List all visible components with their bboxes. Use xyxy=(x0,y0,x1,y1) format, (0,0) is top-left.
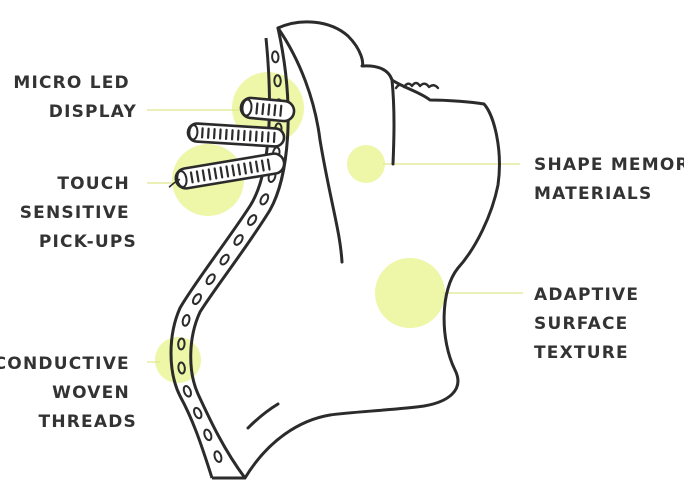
strip-hole xyxy=(259,193,270,206)
cloth-inner-fold xyxy=(276,26,344,264)
strip-hole xyxy=(219,253,230,266)
shape-memory-label: SHAPE MEMORY MATERIALS xyxy=(534,155,684,204)
strip-hole xyxy=(247,214,258,226)
micro-led-line-2: DISPLAY xyxy=(49,102,137,122)
strip-hole xyxy=(182,385,192,398)
conductive-line-1: CONDUCTIVE xyxy=(0,354,130,374)
touch-tube xyxy=(168,152,286,190)
cloth-scallop-edge xyxy=(394,81,440,90)
shape-memory-highlight xyxy=(347,145,385,183)
touch-line-2: SENSITIVE xyxy=(20,203,130,223)
strip-right-edge xyxy=(189,27,290,479)
adaptive-line-1: ADAPTIVE xyxy=(534,285,639,305)
led-tube-top xyxy=(239,96,296,123)
touch-line-3: PICK-UPS xyxy=(39,232,137,252)
adaptive-label: ADAPTIVE SURFACE TEXTURE xyxy=(534,285,646,363)
strip-hole xyxy=(203,428,213,442)
highlight-circles xyxy=(155,72,445,383)
labels: MICRO LED DISPLAY TOUCH SENSITIVE PICK-U… xyxy=(0,73,684,432)
shape-memory-line-1: SHAPE MEMORY xyxy=(534,155,684,175)
adaptive-highlight xyxy=(375,258,445,328)
cloth-body xyxy=(243,20,501,480)
led-tube-middle xyxy=(186,122,286,148)
conductive-line-2: WOVEN xyxy=(52,383,130,403)
strip-hole xyxy=(177,361,186,375)
strip-hole xyxy=(205,273,216,286)
strip-hole xyxy=(177,337,186,351)
cloth-crease-top xyxy=(390,78,396,166)
conductive-label: CONDUCTIVE WOVEN THREADS xyxy=(0,354,137,432)
touch-label: TOUCH SENSITIVE PICK-UPS xyxy=(20,174,137,252)
leader-lines xyxy=(147,109,523,363)
shape-memory-line-2: MATERIALS xyxy=(534,184,652,204)
adaptive-line-3: TEXTURE xyxy=(534,343,629,363)
adaptive-line-2: SURFACE xyxy=(534,314,628,334)
strip-hole xyxy=(193,406,203,420)
strip-hole xyxy=(271,50,280,64)
touch-line-1: TOUCH xyxy=(57,174,130,194)
tubes xyxy=(168,96,296,190)
strip-hole xyxy=(181,314,191,327)
micro-led-line-1: MICRO LED xyxy=(13,73,130,93)
conductive-line-3: THREADS xyxy=(39,412,137,432)
strip-hole xyxy=(233,234,244,246)
strip-hole xyxy=(213,450,223,463)
cloth-crease-bottom xyxy=(246,402,280,430)
garment-outline xyxy=(243,20,501,480)
strip-hole xyxy=(191,293,202,306)
micro-led-label: MICRO LED DISPLAY xyxy=(13,73,137,122)
strip-hole xyxy=(273,74,282,88)
